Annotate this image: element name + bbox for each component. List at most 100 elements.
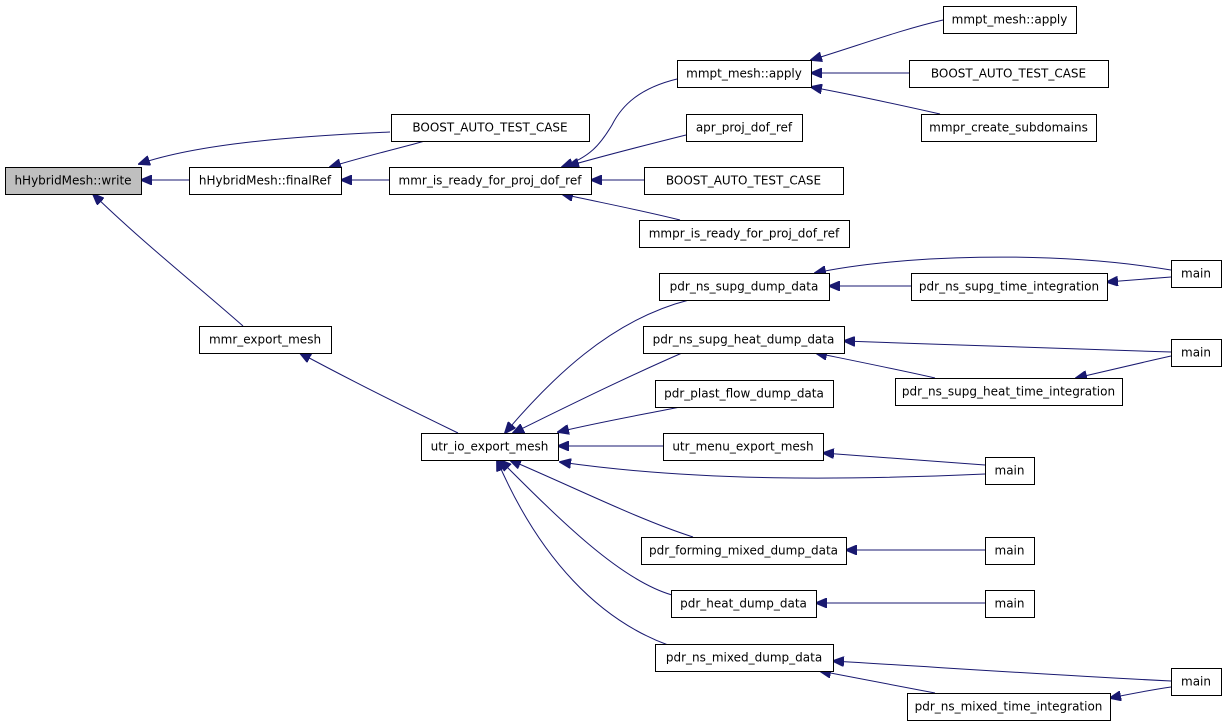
node-main6[interactable]: main [1171, 668, 1222, 696]
node-mmpr_ready[interactable]: mmpr_is_ready_for_proj_dof_ref [639, 220, 850, 248]
node-box[interactable] [943, 6, 1077, 34]
edge-utr_io-to-mmr_export [300, 353, 459, 434]
node-box[interactable] [421, 433, 559, 461]
node-label: mmpt_mesh::apply [686, 67, 802, 81]
node-label: pdr_forming_mixed_dump_data [649, 544, 838, 558]
node-box[interactable] [189, 167, 342, 195]
node-box[interactable] [985, 537, 1035, 565]
node-hhm_write[interactable]: hHybridMesh::write [5, 167, 142, 195]
node-mmpr_create[interactable]: mmpr_create_subdomains [921, 114, 1097, 142]
node-label: pdr_plast_flow_dump_data [664, 387, 824, 401]
node-main3[interactable]: main [985, 457, 1035, 485]
node-main5[interactable]: main [985, 590, 1035, 618]
node-box[interactable] [895, 378, 1123, 406]
node-boost_top[interactable]: BOOST_AUTO_TEST_CASE [391, 114, 590, 142]
node-pdr_heat[interactable]: pdr_heat_dump_data [671, 590, 817, 618]
node-mmr_ready[interactable]: mmr_is_ready_for_proj_dof_ref [389, 167, 592, 195]
node-boost_right[interactable]: BOOST_AUTO_TEST_CASE [909, 60, 1109, 88]
node-label: mmpt_mesh::apply [952, 13, 1068, 27]
edge-mmpt_apply_mid-to-mmr_ready [562, 78, 678, 167]
node-label: main [1181, 346, 1211, 360]
node-box[interactable] [663, 433, 824, 461]
edge-pdr_supg_heat_time-to-pdr_supg_heat_dump [816, 353, 936, 379]
node-box[interactable] [985, 590, 1035, 618]
node-box[interactable] [5, 167, 142, 195]
node-label: utr_menu_export_mesh [672, 440, 813, 454]
edge-mmpr_create-to-mmpt_apply_mid [811, 87, 941, 115]
node-pdr_plast[interactable]: pdr_plast_flow_dump_data [655, 380, 834, 408]
node-main4[interactable]: main [985, 537, 1035, 565]
node-mmr_export[interactable]: mmr_export_mesh [199, 326, 332, 354]
node-label: pdr_heat_dump_data [680, 597, 807, 611]
edge-pdr_mixed_time-to-pdr_mixed_dump [820, 671, 936, 694]
node-box[interactable] [655, 380, 834, 408]
edge-boost_top-to-hhm_write [139, 131, 391, 164]
node-label: pdr_ns_supg_dump_data [670, 280, 819, 294]
node-box[interactable] [643, 326, 845, 354]
node-pdr_supg_heat_dump[interactable]: pdr_ns_supg_heat_dump_data [643, 326, 845, 354]
node-label: main [995, 464, 1025, 478]
node-label: BOOST_AUTO_TEST_CASE [931, 67, 1086, 81]
node-label: mmr_export_mesh [209, 333, 321, 347]
node-hhm_finalref[interactable]: hHybridMesh::finalRef [189, 167, 342, 195]
node-main2[interactable]: main [1171, 339, 1222, 367]
node-box[interactable] [655, 644, 834, 672]
node-box[interactable] [1171, 260, 1222, 288]
node-utr_io[interactable]: utr_io_export_mesh [421, 433, 559, 461]
node-box[interactable] [909, 60, 1109, 88]
node-pdr_mixed_dump[interactable]: pdr_ns_mixed_dump_data [655, 644, 834, 672]
node-pdr_supg_heat_time[interactable]: pdr_ns_supg_heat_time_integration [895, 378, 1123, 406]
node-box[interactable] [644, 167, 844, 195]
node-pdr_forming[interactable]: pdr_forming_mixed_dump_data [641, 537, 847, 565]
edge-main1-to-pdr_supg_time [1107, 277, 1172, 282]
node-main1[interactable]: main [1171, 260, 1222, 288]
node-box[interactable] [199, 326, 332, 354]
edge-pdr_supg_dump-to-utr_io [505, 299, 690, 433]
node-mmpt_apply_top[interactable]: mmpt_mesh::apply [943, 6, 1077, 34]
node-label: pdr_ns_supg_heat_dump_data [653, 333, 835, 347]
edge-main3-to-utr_io [560, 462, 986, 479]
node-box[interactable] [659, 273, 830, 301]
node-box[interactable] [671, 590, 817, 618]
node-box[interactable] [639, 220, 850, 248]
node-label: pdr_ns_mixed_dump_data [666, 651, 822, 665]
node-label: pdr_ns_mixed_time_integration [915, 700, 1103, 714]
node-label: mmpr_create_subdomains [929, 121, 1088, 135]
node-pdr_supg_time[interactable]: pdr_ns_supg_time_integration [911, 273, 1108, 301]
edge-apr_proj-to-mmr_ready [568, 134, 687, 166]
node-box[interactable] [1171, 668, 1222, 696]
node-box[interactable] [686, 114, 803, 142]
node-box[interactable] [677, 60, 812, 88]
edges-layer [93, 19, 1172, 698]
edge-mmr_export-to-hhm_write [93, 194, 244, 327]
node-box[interactable] [911, 273, 1108, 301]
node-box[interactable] [921, 114, 1097, 142]
node-label: BOOST_AUTO_TEST_CASE [666, 174, 821, 188]
node-box[interactable] [641, 537, 847, 565]
edge-main2-to-pdr_supg_heat_time [1076, 355, 1172, 378]
edge-main6-to-pdr_mixed_dump [833, 661, 1172, 682]
node-label: hHybridMesh::write [14, 174, 131, 188]
node-pdr_mixed_time[interactable]: pdr_ns_mixed_time_integration [907, 693, 1111, 721]
node-label: main [995, 544, 1025, 558]
node-mmpt_apply_mid[interactable]: mmpt_mesh::apply [677, 60, 812, 88]
node-boost_mid[interactable]: BOOST_AUTO_TEST_CASE [644, 167, 844, 195]
node-box[interactable] [1171, 339, 1222, 367]
node-label: mmr_is_ready_for_proj_dof_ref [399, 174, 583, 188]
node-label: pdr_ns_supg_time_integration [919, 280, 1099, 294]
node-utr_menu[interactable]: utr_menu_export_mesh [663, 433, 824, 461]
node-box[interactable] [391, 114, 590, 142]
node-apr_proj[interactable]: apr_proj_dof_ref [686, 114, 803, 142]
node-pdr_supg_dump[interactable]: pdr_ns_supg_dump_data [659, 273, 830, 301]
edge-main1-to-pdr_supg_dump [815, 256, 1172, 273]
node-label: BOOST_AUTO_TEST_CASE [412, 121, 567, 135]
node-label: hHybridMesh::finalRef [199, 174, 332, 188]
node-box[interactable] [907, 693, 1111, 721]
edge-pdr_heat-to-utr_io [500, 460, 673, 596]
node-box[interactable] [985, 457, 1035, 485]
node-label: main [1181, 675, 1211, 689]
node-box[interactable] [389, 167, 592, 195]
node-label: pdr_ns_supg_heat_time_integration [902, 385, 1115, 399]
node-label: mmpr_is_ready_for_proj_dof_ref [649, 227, 840, 241]
edge-boost_top-to-hhm_finalref [330, 140, 426, 167]
